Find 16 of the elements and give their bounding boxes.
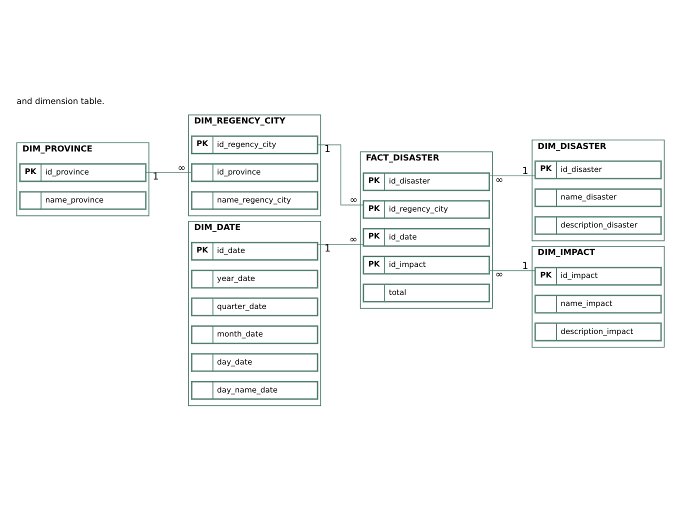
label: 1	[522, 260, 528, 272]
caption: and dimension table.	[16, 96, 105, 106]
label: 1	[522, 166, 528, 177]
label: 1	[324, 144, 331, 155]
label: ∞	[495, 174, 504, 186]
connector	[318, 244, 364, 245]
connector	[318, 144, 364, 206]
connector	[490, 270, 536, 272]
label: ∞	[349, 234, 358, 246]
label: ∞	[350, 195, 358, 206]
label: ∞	[495, 270, 504, 281]
label: ∞	[178, 162, 186, 174]
label: 1	[324, 243, 331, 254]
label: 1	[152, 172, 159, 183]
connector	[490, 175, 536, 176]
connector	[146, 172, 192, 174]
